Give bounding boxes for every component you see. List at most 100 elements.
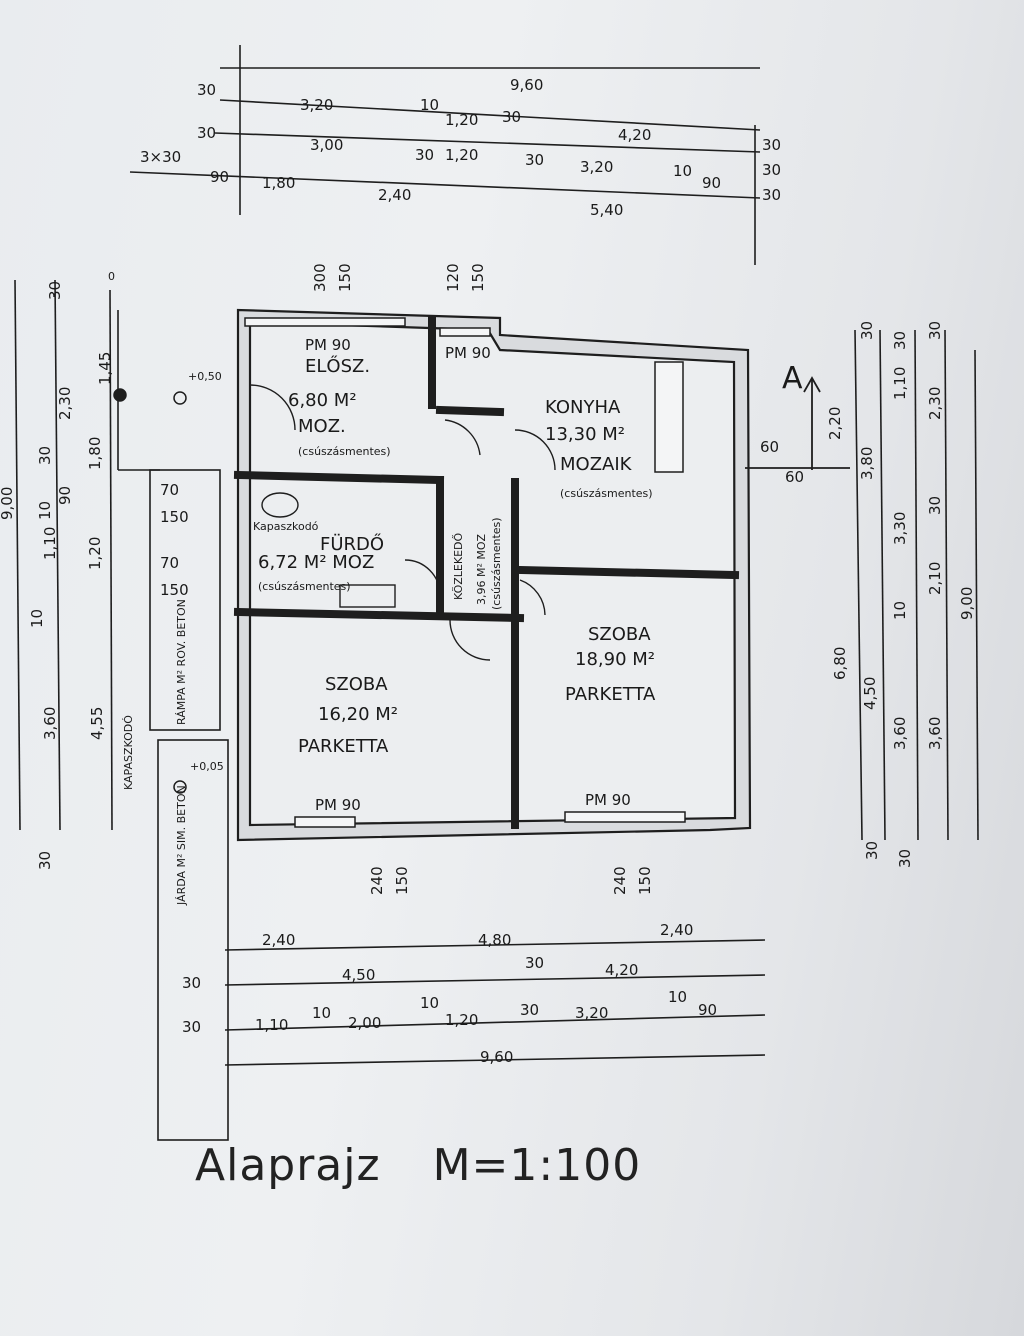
dim-top-label: 1,20 <box>445 146 478 164</box>
toilet <box>261 492 299 518</box>
room-hall-note: (csúszásmentes) <box>298 445 391 458</box>
dim-top-label: 30 <box>415 146 434 164</box>
room-hall-name: ELŐSZ. <box>305 355 370 377</box>
window-height-label: 300 <box>311 263 329 292</box>
window-height-label: 150 <box>336 263 354 292</box>
dim-top-label: 30 <box>762 161 781 179</box>
dim-right-label: 3,60 <box>926 717 944 750</box>
door-swing-room-right <box>519 579 546 616</box>
dim-line-top-2 <box>219 99 761 131</box>
ramp-label: RÁMPA M² ROV. BETON <box>175 599 188 725</box>
dim-top-label: 30 <box>197 124 216 142</box>
level-label: +0,50 <box>188 370 222 383</box>
door-kitchen-label: PM 90 <box>445 344 491 362</box>
dim-top-label: 3,00 <box>310 136 343 154</box>
dim-line-bottom-1 <box>224 939 766 951</box>
dim-bottom-label: 90 <box>698 1001 717 1019</box>
dim-top-label: 90 <box>702 174 721 192</box>
dim-top-label: 1,80 <box>262 174 295 192</box>
scraper-label: KAPASZKODÓ <box>122 715 135 790</box>
level-label: +0,05 <box>190 760 224 773</box>
dim-top-label: 4,20 <box>618 126 651 144</box>
section-label: A <box>782 361 803 396</box>
window-hall <box>244 317 406 327</box>
level-label: 0 <box>108 270 115 283</box>
dim-top-label: 30 <box>502 108 521 126</box>
door-swing-kitchen-2 <box>514 429 556 471</box>
room-hall-area: 6,80 M² <box>288 390 357 411</box>
window-height-label: 240 <box>368 866 386 895</box>
handrail-label: Kapaszkodó <box>253 520 319 533</box>
kitchen-stove <box>654 361 684 473</box>
room-kitchen-note: (csúszásmentes) <box>560 487 653 500</box>
dim-top-label: 10 <box>673 162 692 180</box>
dim-right-label: 2,20 <box>826 407 844 440</box>
opening-width-label: 70 <box>160 554 179 572</box>
dim-bottom-label: 30 <box>525 954 544 972</box>
dim-left-label: 10 <box>28 609 46 628</box>
window-kitchen <box>439 327 491 337</box>
dim-right-label: 2,10 <box>926 562 944 595</box>
dim-top-label: 1,20 <box>445 111 478 129</box>
door-swing-room-left <box>449 619 491 661</box>
dim-bottom-label: 30 <box>520 1001 539 1019</box>
room-left-area: 16,20 M² <box>318 704 398 725</box>
dim-line-top-4 <box>129 171 761 199</box>
window-height-label: 150 <box>469 263 487 292</box>
dim-top-label: 5,40 <box>590 201 623 219</box>
dim-right-label: 30 <box>858 321 876 340</box>
room-kitchen-area: 13,30 M² <box>545 424 625 445</box>
dim-right-label: 3,30 <box>891 512 909 545</box>
dim-line-left-3 <box>109 289 113 831</box>
room-right-area: 18,90 M² <box>575 649 655 670</box>
dim-line-bottom-2 <box>224 974 766 986</box>
dim-bottom-label: 9,60 <box>480 1048 513 1066</box>
dim-line-right-1 <box>854 329 863 841</box>
opening-width-label: 70 <box>160 481 179 499</box>
ramp-outline <box>149 469 221 731</box>
room-corridor-area: 3,96 M² MOZ <box>475 533 488 605</box>
dim-right-label: 10 <box>891 601 909 620</box>
dim-bottom-label: 1,10 <box>255 1016 288 1034</box>
room-corridor-note: (csúszásmentes) <box>490 517 503 610</box>
dim-bottom-label: 4,50 <box>342 966 375 984</box>
dim-line-bottom-4 <box>224 1054 766 1066</box>
dim-bottom-label: 30 <box>182 974 201 992</box>
window-room-right <box>564 811 686 823</box>
title-text: Alaprajz <box>195 1140 381 1191</box>
door-room-left-label: PM 90 <box>315 796 361 814</box>
door-swing-kitchen <box>444 419 481 456</box>
dim-right-label: 30 <box>926 321 944 340</box>
room-kitchen-floor: MOZAIK <box>560 454 633 475</box>
dim-top-label: 3,20 <box>580 158 613 176</box>
dim-left-label: 30 <box>46 281 64 300</box>
dim-line-right-5 <box>974 349 979 841</box>
dim-right-label: 3,80 <box>858 447 876 480</box>
dim-right-label: 30 <box>863 841 881 860</box>
dim-bottom-label: 10 <box>668 988 687 1006</box>
dim-line-right-4 <box>944 329 949 841</box>
window-height-label: 240 <box>611 866 629 895</box>
level-marker <box>113 388 127 402</box>
dim-left-label: 4,55 <box>88 707 106 740</box>
dim-right-label: 2,30 <box>926 387 944 420</box>
dim-bottom-label: 4,20 <box>605 961 638 979</box>
room-bath-note: (csúszásmentes) <box>258 580 351 593</box>
level-marker <box>173 391 187 405</box>
opening-width-label: 150 <box>160 508 189 526</box>
level-marker <box>173 780 187 794</box>
dim-right-label: 1,10 <box>891 367 909 400</box>
dim-right-label: 9,00 <box>958 587 976 620</box>
window-height-label: 150 <box>393 866 411 895</box>
door-swing-bath <box>404 559 441 596</box>
bath-tub <box>339 584 396 608</box>
dim-left-label: 1,45 <box>96 352 114 385</box>
dim-bottom-label: 4,80 <box>478 931 511 949</box>
dim-line-bottom-3 <box>224 1014 766 1031</box>
wall-kitchen-room <box>515 565 740 580</box>
dim-left-label: 10 <box>36 501 54 520</box>
window-height-label: 120 <box>444 263 462 292</box>
